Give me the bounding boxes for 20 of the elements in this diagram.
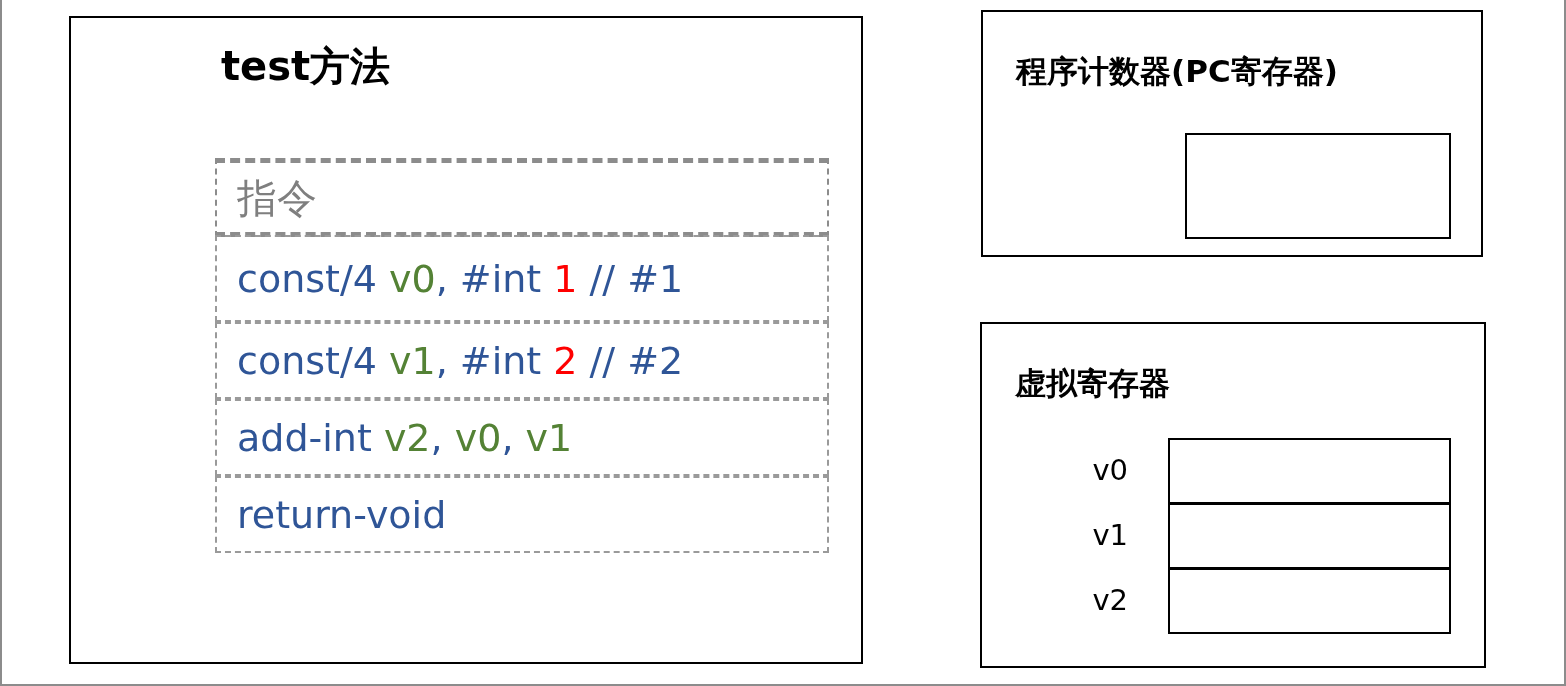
instruction-text: return-void xyxy=(237,491,447,538)
table-header-cell xyxy=(215,158,829,237)
panel-title: 程序计数器(PC寄存器) xyxy=(1016,52,1338,91)
register-label: v1 xyxy=(1092,517,1128,555)
register-label: v2 xyxy=(1092,582,1128,620)
instruction-row xyxy=(215,476,829,553)
register-label: v0 xyxy=(1092,452,1128,490)
instruction-row xyxy=(215,322,829,399)
panel-box xyxy=(980,322,1486,668)
panel-title: test方法 xyxy=(221,42,391,91)
instruction-row xyxy=(215,399,829,476)
panel-box xyxy=(69,16,863,664)
instruction-text: add-int v2, v0, v1 xyxy=(237,414,573,461)
instruction-text: const/4 v1, #int 2 // #2 xyxy=(237,337,684,384)
register-box xyxy=(1185,133,1451,239)
instruction-row xyxy=(215,235,829,322)
panel-box xyxy=(981,10,1483,257)
instruction-text: const/4 v0, #int 1 // #1 xyxy=(237,255,684,302)
header-text: 指令 xyxy=(237,173,317,223)
panel-title: 虚拟寄存器 xyxy=(1015,364,1170,403)
